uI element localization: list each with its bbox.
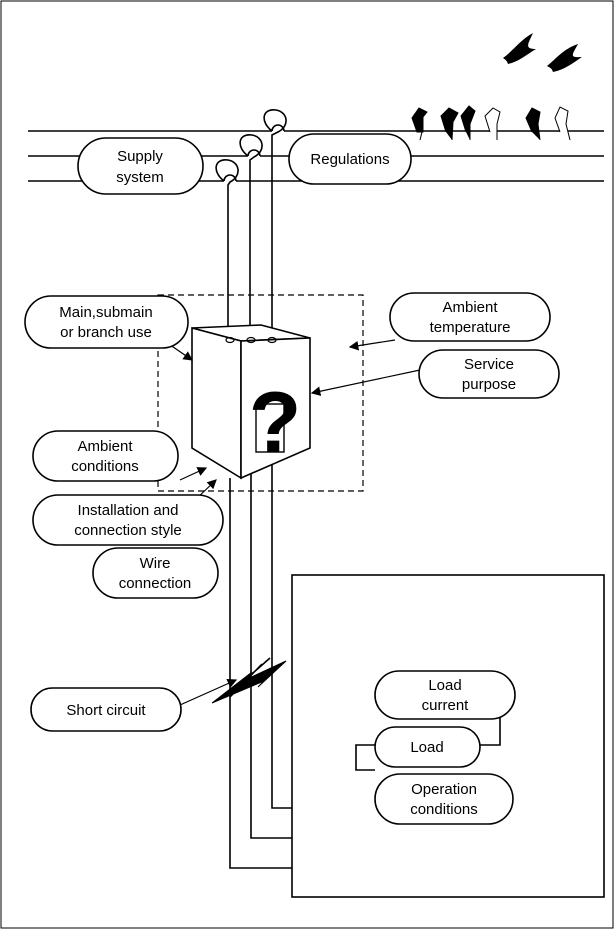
- service-line1: Service: [464, 356, 514, 373]
- arrow-service: [310, 369, 421, 396]
- label-main-use: Main,submain or branch use: [24, 295, 189, 349]
- operation-line2: conditions: [410, 801, 478, 818]
- main-label-line1: Main,submain: [59, 304, 152, 321]
- install-line2: connection style: [74, 522, 182, 539]
- pill-ambient-temperature: [389, 292, 551, 342]
- bird-2: [440, 107, 459, 141]
- wire-line2: connection: [119, 575, 192, 592]
- label-load: Load: [374, 726, 481, 768]
- pill-supply-system: [77, 137, 204, 195]
- line-hop-1: [271, 124, 285, 132]
- label-load-current: Load current: [374, 670, 516, 720]
- load-wire-1: [229, 478, 292, 869]
- birds-on-wire: [411, 105, 571, 141]
- drop-wire-3: [263, 109, 287, 338]
- label-regulations: Regulations: [288, 133, 412, 185]
- breaker-side: [191, 326, 242, 480]
- label-ambient-temperature: Ambient temperature: [389, 292, 551, 342]
- flying-bird-1: [503, 33, 536, 64]
- label-service-purpose: Service purpose: [418, 349, 560, 399]
- supply-label-line1: Supply: [117, 148, 163, 165]
- flying-bird-2: [547, 44, 582, 72]
- terminal-2: [246, 336, 256, 344]
- breaker-handle: [255, 403, 285, 453]
- main-label-line2: or branch use: [60, 324, 152, 341]
- operation-line1: Operation: [411, 781, 477, 798]
- service-line2: purpose: [462, 376, 516, 393]
- breaker-enclosure: [157, 294, 364, 492]
- arrows: [162, 339, 421, 706]
- line-hop-3: [223, 174, 237, 182]
- arrow-short-circuit: [179, 679, 238, 706]
- drop-wire-2: [239, 134, 263, 338]
- arrow-ambient-cond: [179, 467, 208, 481]
- load-current-line1: Load: [428, 677, 461, 694]
- load-wires: [229, 462, 292, 869]
- short-circuit-bolt: [211, 657, 287, 704]
- load-label: Load: [410, 739, 443, 756]
- breaker-question-mark: ?: [249, 375, 302, 471]
- short-circuit-label: Short circuit: [66, 702, 146, 719]
- drop-wire-1: [215, 159, 239, 338]
- pill-main-use: [24, 295, 189, 349]
- bird-4: [484, 107, 501, 140]
- bird-5: [525, 107, 541, 141]
- wire-line1: Wire: [140, 555, 171, 572]
- breaker-box: ?: [191, 324, 311, 480]
- arrow-ambient-temp: [348, 339, 396, 351]
- load-wire-2: [250, 470, 292, 839]
- bird-3: [460, 105, 476, 140]
- pill-operation-conditions: [374, 773, 514, 825]
- terminal-1: [225, 336, 235, 344]
- flying-birds: [503, 33, 582, 72]
- label-operation-conditions: Operation conditions: [374, 773, 514, 825]
- ambient-cond-line1: Ambient: [77, 438, 133, 455]
- ambient-temp-line2: temperature: [430, 319, 511, 336]
- pill-load-current: [374, 670, 516, 720]
- pill-regulations: [288, 133, 412, 185]
- bird-6: [554, 106, 571, 141]
- supply-label-line2: system: [116, 169, 164, 186]
- ambient-cond-line2: conditions: [71, 458, 139, 475]
- line-hop-2: [247, 149, 261, 157]
- load-current-line2: current: [422, 697, 470, 714]
- pill-service-purpose: [418, 349, 560, 399]
- label-short-circuit: Short circuit: [30, 687, 182, 732]
- terminal-3: [267, 336, 277, 344]
- label-wire-connection: Wire connection: [92, 547, 219, 599]
- connector-load-current: [480, 710, 501, 746]
- label-ambient-conditions: Ambient conditions: [32, 430, 179, 482]
- regulations-label: Regulations: [310, 151, 389, 168]
- connector-load-operation: [355, 744, 375, 771]
- ambient-temp-line1: Ambient: [442, 299, 498, 316]
- label-supply-system: Supply system: [77, 137, 204, 195]
- install-line1: Installation and: [78, 502, 179, 519]
- drop-wires: [215, 109, 287, 338]
- label-installation: Installation and connection style: [32, 494, 224, 546]
- pill-ambient-conditions: [32, 430, 179, 482]
- pill-installation: [32, 494, 224, 546]
- bird-1: [411, 107, 428, 141]
- pill-short-circuit: [30, 687, 182, 732]
- lightning-bolt: [211, 660, 287, 704]
- bolt-outline: [229, 657, 271, 698]
- load-wire-3: [271, 462, 292, 809]
- pill-load: [374, 726, 481, 768]
- pill-wire-connection: [92, 547, 219, 599]
